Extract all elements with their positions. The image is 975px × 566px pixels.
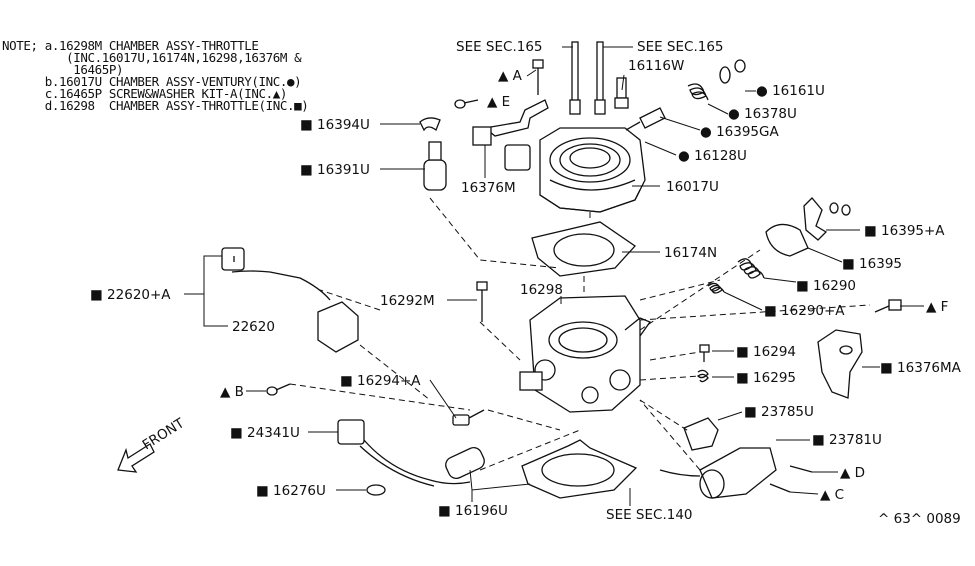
spring-16290A [707,282,725,294]
venturi-chamber-16017U [539,127,646,213]
cam-16395 [765,223,809,257]
label-16298: 16298 [520,282,563,298]
sensor-22620 [221,247,359,353]
connector-16376M [504,144,531,171]
screw-a [532,59,544,95]
label-16295: ■ 16295 [736,370,796,386]
hose-16196U [445,446,485,480]
label-mark-d: ▲ D [840,465,865,481]
label-mark-f: ▲ F [926,299,948,315]
label-16290A: ■ 16290+A [764,303,845,319]
label-mark-c: ▲ C [820,487,844,503]
label-23785U: ■ 23785U [744,404,814,420]
label-16395: ■ 16395 [842,256,902,272]
spring-16290 [737,258,765,279]
gasket-see-sec-140 [521,439,638,499]
spring-16378U [687,83,709,101]
label-23781U: ■ 23781U [812,432,882,448]
label-see-sec-165-right: SEE SEC.165 [637,39,724,55]
label-16395A: ■ 16395+A [864,223,945,239]
label-16394U: ■ 16394U [300,117,370,133]
bracket-16376M [472,99,549,146]
label-16196U: ■ 16196U [438,503,508,519]
label-16376M: 16376M [461,180,516,196]
note-c: c.16465P SCREW&WASHER KIT-A(INC.▲) [2,86,288,101]
screw-e [454,99,479,109]
label-front: FRONT [140,415,188,453]
label-16174N: 16174N [664,245,717,261]
screw-16292M [476,281,488,322]
note-a-contents: (INC.16017U,16174N,16298,16376M & [2,50,302,65]
note-a-contents-cont: 16465P) [2,62,124,77]
label-16116W: 16116W [628,58,684,74]
label-16376MA: ■ 16376MA [880,360,962,376]
fitting-16116W [614,77,629,109]
label-mark-a: ▲ A [498,68,523,84]
note-d: d.16298 CHAMBER ASSY-THROTTLE(INC.■) [2,98,309,113]
gasket-16174N [531,221,636,277]
note-a: NOTE; a.16298M CHAMBER ASSY-THROTTLE [2,38,259,53]
diagram-code: ^ 63^ 0089 [878,511,961,527]
sensor-16391U [423,141,447,191]
clamp-16276U [366,484,386,496]
washers-16161U [719,59,746,84]
front-arrow-icon [117,443,155,473]
label-16395GA: ● 16395GA [700,124,779,140]
screw-b [266,383,291,396]
label-22620A: ■ 22620+A [90,287,171,303]
part-labels: SEE SEC.165 SEE SEC.165 ▲ A ▲ E 16116W ●… [90,39,962,527]
label-16161U: ● 16161U [756,83,825,99]
note-b: b.16017U CHAMBER ASSY-VENTURY(INC.●) [2,74,302,89]
label-24341U: ■ 24341U [230,425,300,441]
screw-f [874,299,902,313]
label-16294: ■ 16294 [736,344,796,360]
injector-left [569,41,581,115]
label-16128U: ● 16128U [678,148,747,164]
label-16378U: ● 16378U [728,106,797,122]
label-16290: ■ 16290 [796,278,856,294]
throttle-chamber-16298 [519,295,652,413]
leader-lines [184,46,924,506]
label-see-sec-165-left: SEE SEC.165 [456,39,543,55]
bracket-16395A [803,197,851,241]
clip-16394U [419,117,441,132]
screw-16294 [699,344,710,362]
label-16294A: ■ 16294+A [340,373,421,389]
label-16391U: ■ 16391U [300,162,370,178]
screw-16294A [452,409,485,426]
bracket-16376MA [817,329,863,399]
label-16017U: 16017U [666,179,719,195]
label-16276U: ■ 16276U [256,483,326,499]
label-22620: 22620 [232,319,275,335]
alignment-lines [289,197,871,471]
injector-right [594,41,606,115]
gasket-23785U [683,417,719,451]
spring-16295 [696,369,709,383]
label-16292M: 16292M [380,293,435,309]
actuator-23781U [659,447,813,499]
label-see-sec-140: SEE SEC.140 [606,507,693,523]
pipe-16395GA [625,107,666,131]
label-mark-b: ▲ B [220,384,244,400]
label-mark-e: ▲ E [487,94,510,110]
